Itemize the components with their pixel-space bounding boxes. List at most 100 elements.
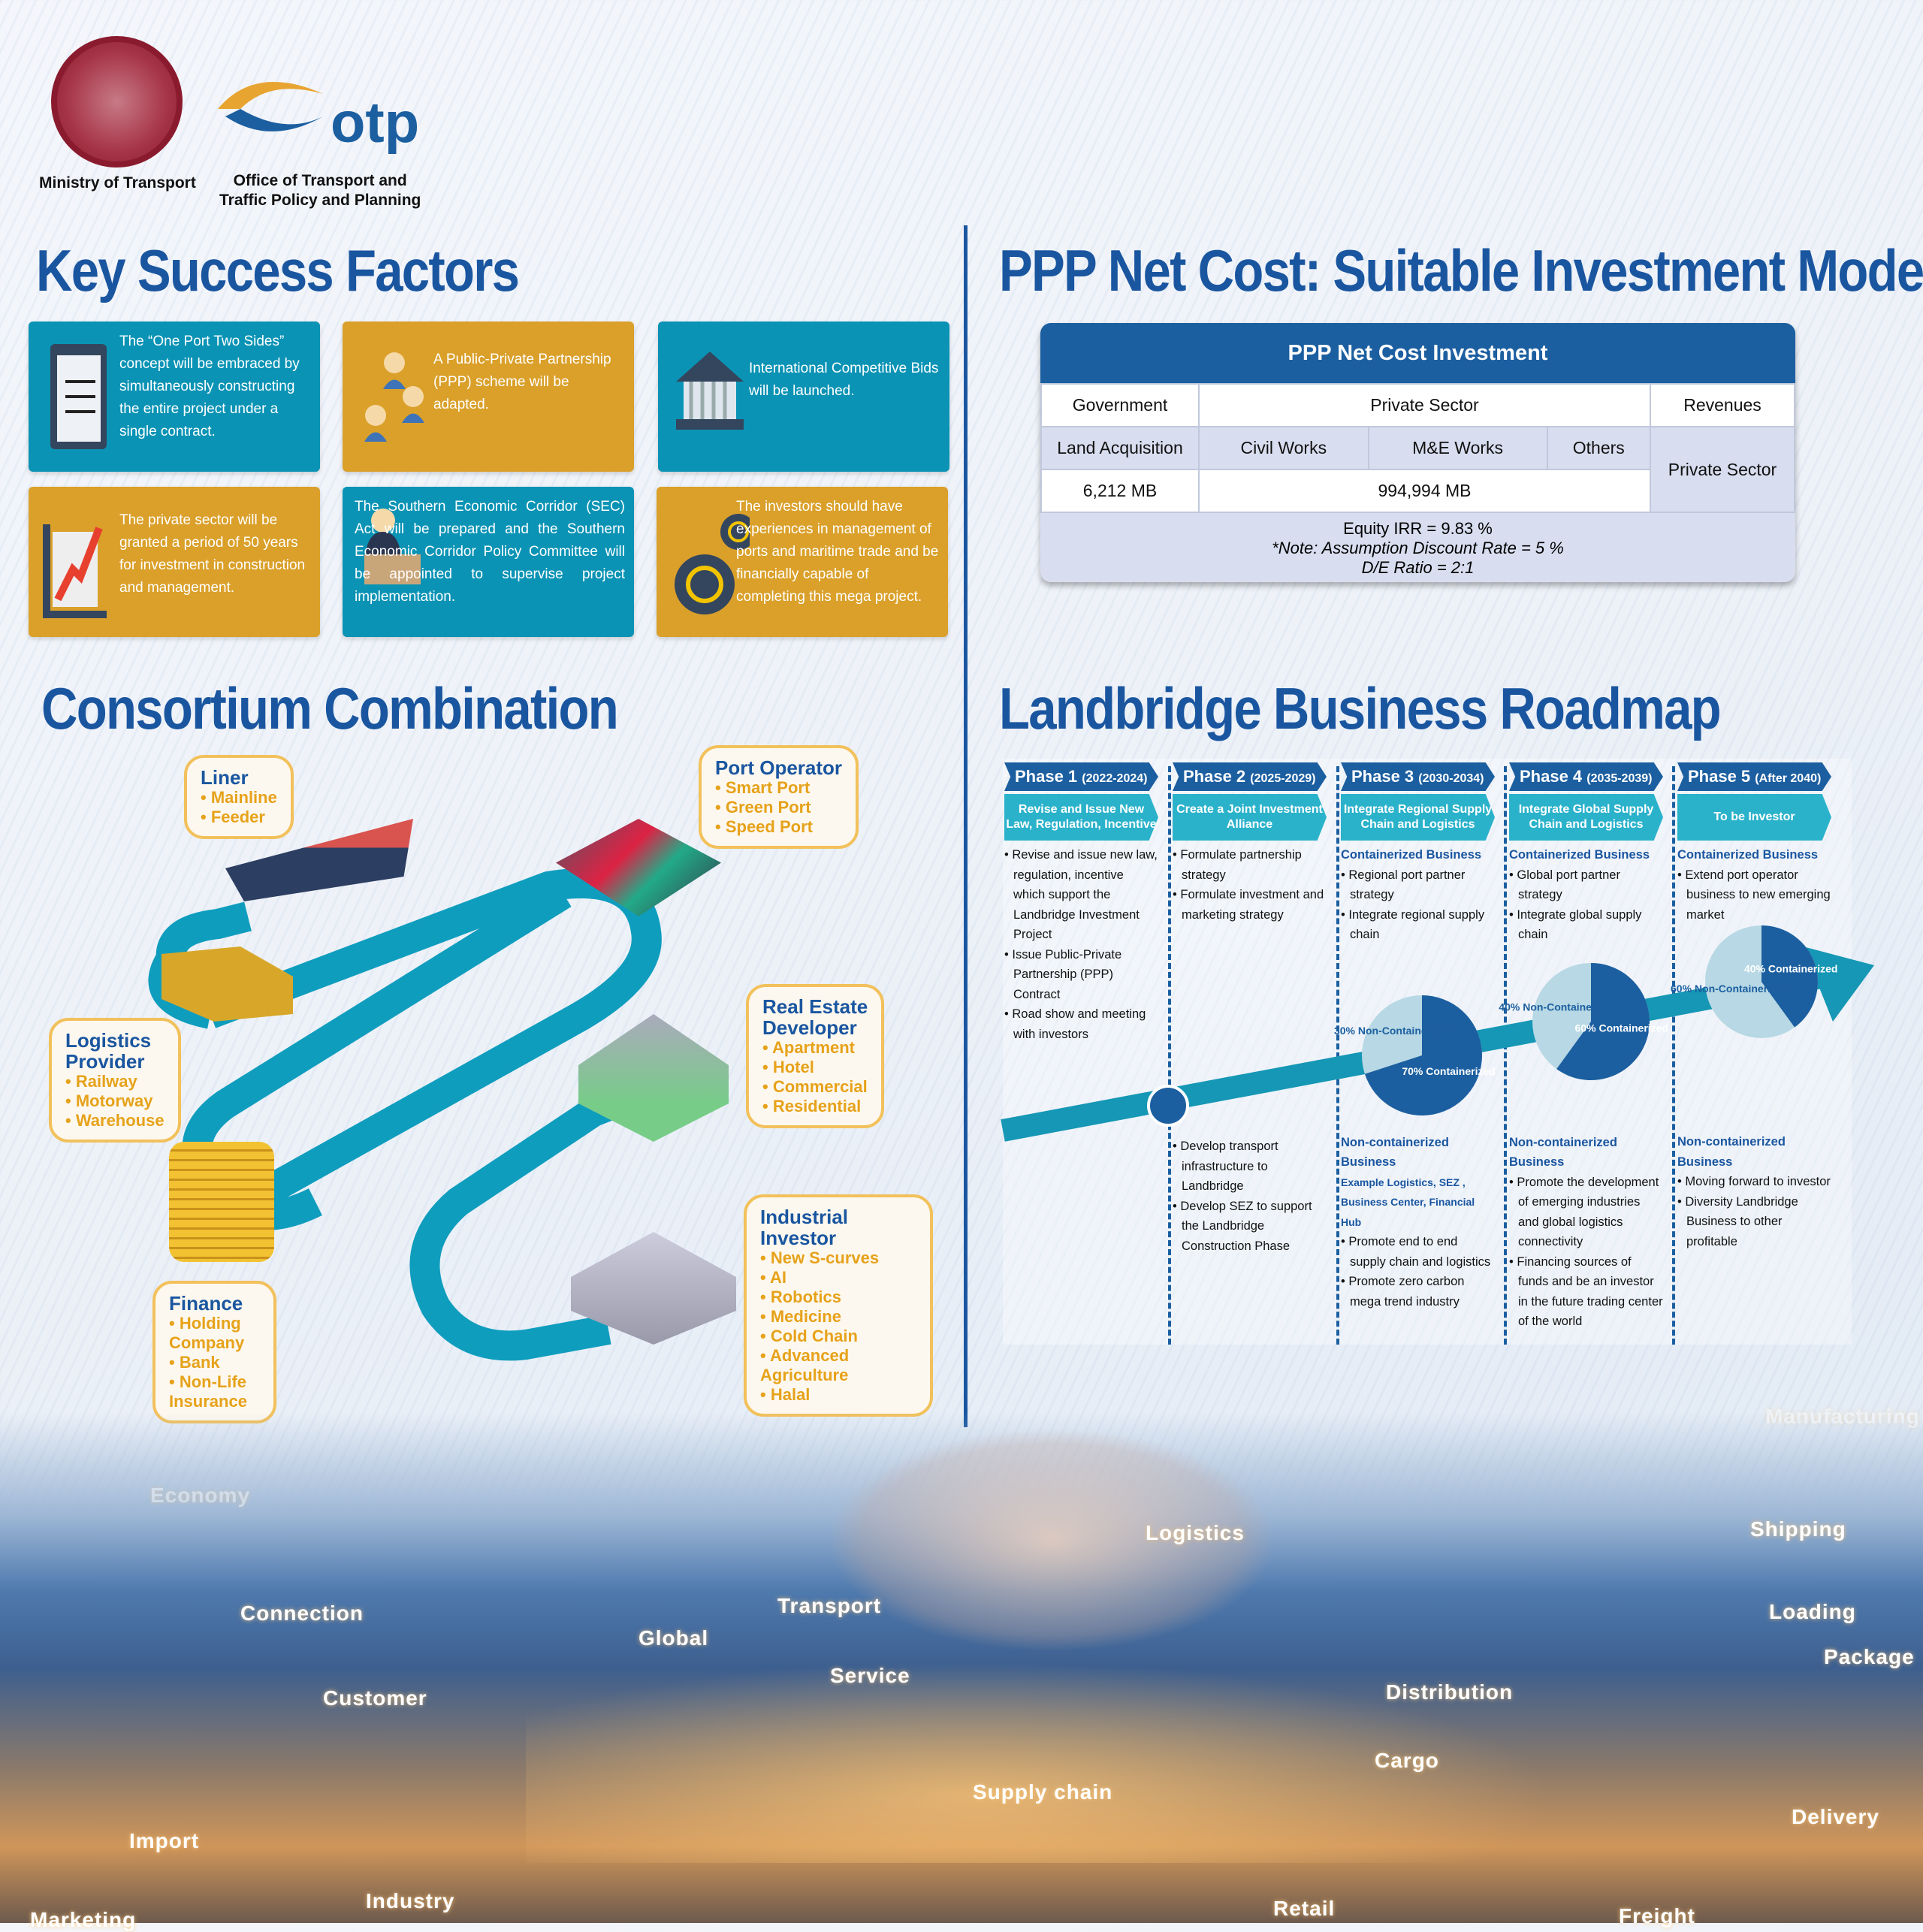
list-item: Global port partner strategy — [1509, 865, 1663, 905]
otp-name-line1: Office of Transport and — [233, 172, 407, 189]
ksf-title: Key Success Factors — [36, 237, 520, 303]
pie-containerized-label: 70% Containerized — [1402, 1065, 1495, 1077]
phase-5-column: Phase 5 (After 2040) To be Investor Cont… — [1677, 762, 1831, 1251]
discount-note: *Note: Assumption Discount Rate = 5 % — [1272, 539, 1564, 557]
list-item: Apartment — [762, 1038, 868, 1058]
equity-irr: Equity IRR = 9.83 % — [1343, 519, 1493, 538]
list-item: Motorway — [65, 1091, 165, 1111]
cell-revenue-private: Private Sector — [1650, 426, 1795, 513]
consortium-finance: Finance Holding CompanyBankNon-Life Insu… — [152, 1281, 276, 1423]
list-item: Issue Public-Private Partnership (PPP) C… — [1004, 945, 1158, 1005]
phase-divider — [1672, 766, 1675, 1345]
list-item: Railway — [65, 1072, 165, 1091]
de-ratio: D/E Ratio = 2:1 — [1361, 558, 1475, 577]
list-item: Cold Chain — [760, 1327, 916, 1346]
ministry-seal-logo — [51, 36, 183, 168]
otp-name-line2: Traffic Policy and Planning — [219, 192, 421, 209]
phase-divider — [1168, 766, 1171, 1345]
list-item: Feeder — [201, 808, 277, 827]
photo-label: Delivery — [1792, 1805, 1879, 1828]
photo-label: Transport — [777, 1594, 882, 1617]
roadmap-title: Landbridge Business Roadmap — [999, 675, 1722, 741]
people-network-icon — [364, 352, 424, 442]
ksf-card: The “One Port Two Sides” concept will be… — [29, 321, 320, 472]
growth-chart-icon — [43, 524, 107, 618]
phase-subtitle: Integrate Regional Supply Chain and Logi… — [1341, 794, 1495, 841]
consortium-port-operator: Port Operator Smart PortGreen PortSpeed … — [699, 745, 859, 849]
list-item: Revise and issue new law, regulation, in… — [1004, 845, 1158, 945]
phase-period: (2022-2024) — [1082, 772, 1148, 785]
photo-label: Cargo — [1375, 1749, 1439, 1772]
trucks-image — [526, 1638, 1653, 1863]
list-item: Develop SEZ to support the Landbridge Co… — [1173, 1197, 1327, 1257]
phase-1-header: Phase 1 (2022-2024) — [1004, 762, 1158, 791]
phase-name: Phase 4 — [1520, 767, 1583, 786]
ksf-card: The investors should have experiences in… — [657, 487, 948, 637]
realestate-title-2: Developer — [762, 1016, 857, 1039]
liner-title: Liner — [201, 766, 249, 789]
list-item: Moving forward to investor — [1677, 1172, 1831, 1192]
header-government: Government — [1040, 383, 1200, 427]
phase-divider — [1336, 766, 1339, 1345]
phase-4-column: Phase 4 (2035-2039) Integrate Global Sup… — [1509, 762, 1663, 1332]
list-item: Diversity Landbridge Business to other p… — [1677, 1192, 1831, 1252]
list-item: Smart Port — [715, 778, 842, 798]
photo-label: Service — [830, 1664, 910, 1687]
ksf-card: The private sector will be granted a per… — [29, 487, 320, 637]
cell-others: Others — [1546, 426, 1652, 470]
logistics-title: Logistics — [65, 1029, 152, 1052]
ksf-text: International Competitive Bids will be l… — [749, 361, 939, 399]
list-item: Bank — [169, 1353, 260, 1372]
pie-non-containerized-label: 40% Non-Containerized — [1499, 1001, 1616, 1013]
government-building-icon — [676, 352, 744, 430]
pie-containerized — [1761, 925, 1819, 1028]
phase-name: Phase 3 — [1351, 767, 1414, 786]
list-item: Develop transport infrastructure to Land… — [1173, 1137, 1327, 1197]
coins-image — [169, 1142, 274, 1262]
containerized-heading: Containerized Business — [1341, 848, 1482, 862]
list-item: AI — [760, 1268, 916, 1287]
otp-logo-text: otp — [331, 91, 420, 155]
list-item: Promote the development of emerging indu… — [1509, 1173, 1663, 1252]
industrial-title: Industrial Investor — [760, 1206, 849, 1249]
list-item: Promote zero carbon mega trend industry — [1341, 1272, 1495, 1312]
cell-me-works: M&E Works — [1367, 426, 1548, 470]
ksf-card: A Public-Private Partnership (PPP) schem… — [343, 321, 634, 472]
phase-2-column: Phase 2 (2025-2029) Create a Joint Inves… — [1173, 762, 1327, 1256]
section-divider — [964, 225, 968, 1427]
ministry-name: Ministry of Transport — [39, 174, 196, 192]
cell-private-value: 994,994 MB — [1198, 469, 1651, 513]
list-item: Extend port operator business to new eme… — [1677, 865, 1831, 925]
list-item: Formulate partnership strategy — [1173, 845, 1327, 885]
example-text: Example Logistics, SEZ , Business Center… — [1341, 1176, 1475, 1228]
ksf-text: A Public-Private Partnership (PPP) schem… — [433, 352, 611, 412]
list-item: Warehouse — [65, 1111, 165, 1131]
noncontainerized-heading: Non-containerized Business — [1677, 1135, 1786, 1169]
phase-subtitle: Create a Joint Investment Alliance — [1173, 794, 1327, 841]
photo-label: Freight — [1619, 1904, 1695, 1927]
phase-subtitle: Revise and Issue New Law, Regulation, In… — [1004, 794, 1158, 841]
phase-2-header: Phase 2 (2025-2029) — [1173, 762, 1327, 791]
list-item: Promote end to end supply chain and logi… — [1341, 1232, 1495, 1272]
photo-label: Industry — [366, 1889, 455, 1912]
gears-icon — [675, 514, 750, 614]
list-item: Robotics — [760, 1287, 916, 1307]
photo-label: Connection — [240, 1601, 364, 1625]
list-item: Hotel — [762, 1058, 868, 1077]
ksf-text: The “One Port Two Sides” concept will be… — [119, 334, 300, 439]
phase-3-header: Phase 3 (2030-2034) — [1341, 762, 1495, 791]
photo-label: Shipping — [1750, 1517, 1846, 1541]
photo-label: Economy — [150, 1484, 251, 1507]
containerized-heading: Containerized Business — [1677, 848, 1819, 862]
list-item: Commercial — [762, 1077, 868, 1097]
list-item: Halal — [760, 1385, 916, 1405]
ksf-card: The Southern Economic Corridor (SEC) Act… — [343, 487, 634, 637]
list-item: Speed Port — [715, 817, 842, 837]
photo-label: Logistics — [1146, 1521, 1245, 1544]
containerized-heading: Containerized Business — [1509, 848, 1650, 862]
list-item: Advanced Agriculture — [760, 1346, 916, 1385]
